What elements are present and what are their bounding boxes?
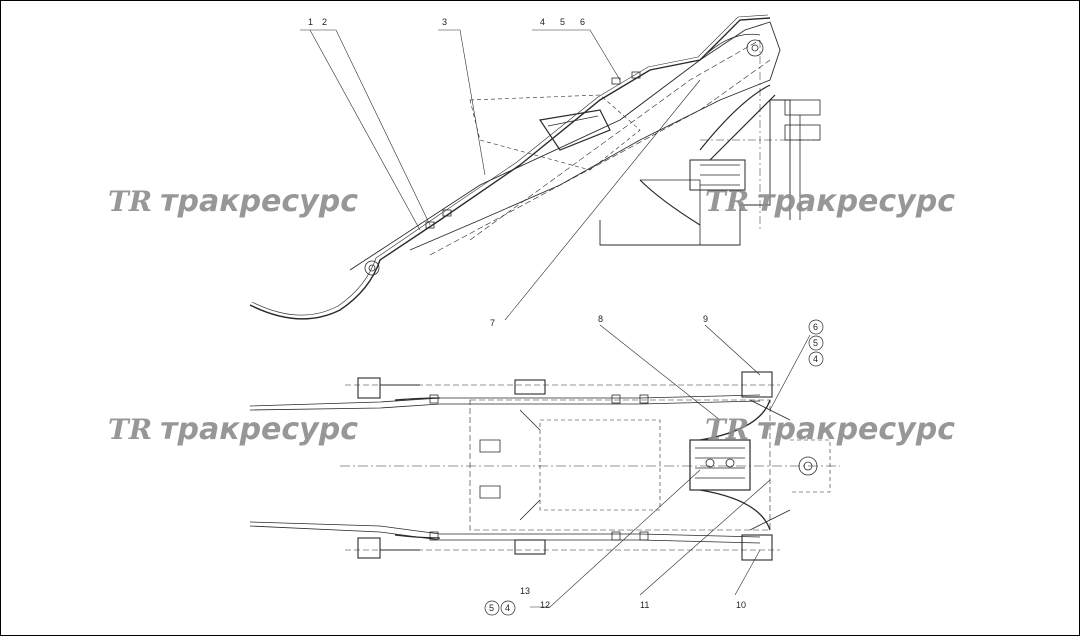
callout-10: 10 — [736, 600, 746, 610]
callout-2: 2 — [322, 17, 327, 27]
callout-4: 4 — [540, 17, 545, 27]
callout-5c: 5 — [489, 603, 494, 613]
circled-callouts-bottom: 5 4 — [484, 600, 516, 616]
callout-11: 11 — [640, 600, 649, 610]
brand-logo-icon: TR — [108, 413, 153, 446]
callout-12: 12 — [540, 600, 550, 610]
callout-5: 5 — [560, 17, 565, 27]
watermark-top-right: TR тракресурс — [705, 184, 955, 219]
callout-6b: 6 — [813, 322, 818, 332]
brand-logo-icon: TR — [705, 185, 750, 218]
watermark-bottom-left: TR тракресурс — [108, 412, 358, 447]
brand-logo-icon: TR — [108, 185, 153, 218]
callout-1: 1 — [308, 17, 313, 27]
brand-logo-icon: TR — [705, 413, 750, 446]
watermark-top-left: TR тракресурс — [108, 184, 358, 219]
callout-9: 9 — [703, 314, 708, 324]
watermark-text: тракресурс — [160, 412, 358, 447]
callout-4b: 4 — [813, 354, 818, 364]
callout-7: 7 — [490, 318, 495, 328]
leaders-top — [300, 29, 701, 321]
watermark-bottom-right: TR тракресурс — [705, 412, 955, 447]
slew-hub-icon — [798, 456, 818, 476]
valve-block — [689, 439, 751, 491]
callout-4c: 4 — [505, 603, 510, 613]
watermark-text: тракресурс — [160, 184, 358, 219]
leaders-bottom — [530, 324, 811, 608]
pivot-pin-icon — [364, 260, 380, 276]
callout-3: 3 — [442, 17, 447, 27]
callout-5b: 5 — [813, 338, 818, 348]
callout-13: 13 — [520, 586, 530, 596]
plan-view — [249, 371, 840, 561]
watermark-text: тракресурс — [757, 184, 955, 219]
callout-8: 8 — [598, 314, 603, 324]
callout-6: 6 — [580, 17, 585, 27]
side-view — [249, 14, 821, 320]
boom-pin-icon — [746, 39, 764, 57]
watermark-text: тракресурс — [757, 412, 955, 447]
circled-callouts-right: 6 5 4 — [808, 319, 824, 367]
